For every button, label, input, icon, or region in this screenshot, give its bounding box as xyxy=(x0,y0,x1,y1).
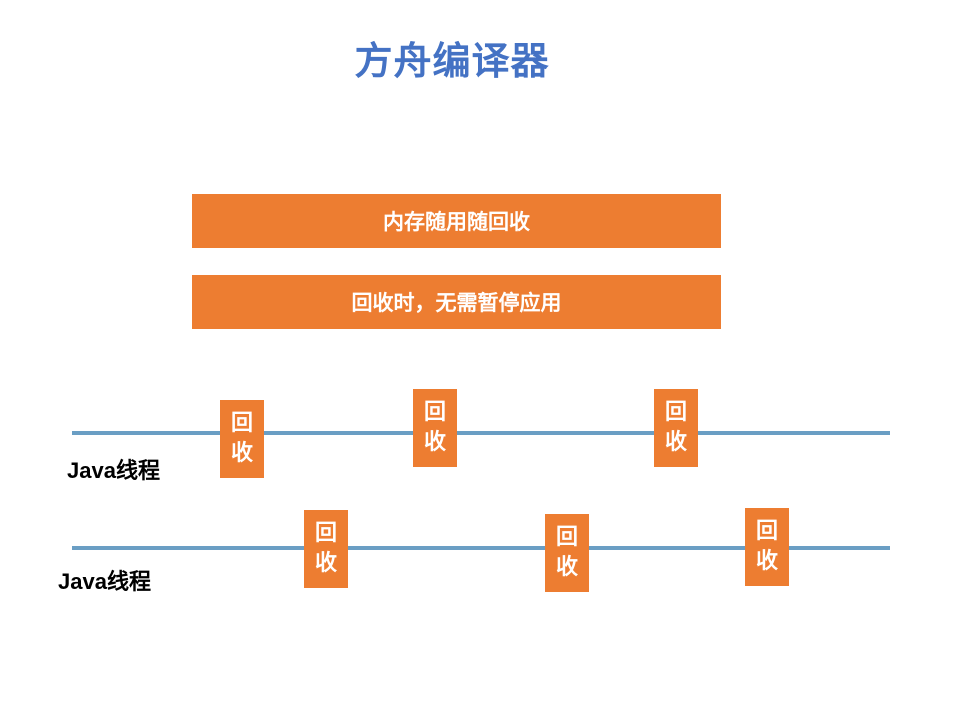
gc-box-char-1: 回 xyxy=(423,400,446,425)
java-thread-line-1 xyxy=(72,431,890,435)
java-thread-label-2: Java线程 xyxy=(58,569,151,594)
gc-box-char-2: 收 xyxy=(314,551,337,576)
feature-bar-memory-recycle: 内存随用随回收 xyxy=(192,194,721,248)
gc-box-char-2: 收 xyxy=(664,430,687,455)
java-thread-line-2 xyxy=(72,546,890,550)
gc-box: 回 收 xyxy=(654,389,698,467)
gc-box-char-1: 回 xyxy=(664,400,687,425)
gc-box-char-1: 回 xyxy=(755,519,778,544)
gc-box: 回 收 xyxy=(220,400,264,478)
gc-box-char-2: 收 xyxy=(230,441,253,466)
java-thread-label-1: Java线程 xyxy=(67,458,160,483)
page-title: 方舟编译器 xyxy=(354,39,550,83)
gc-box-char-1: 回 xyxy=(314,521,337,546)
gc-box: 回 收 xyxy=(304,510,348,588)
gc-box: 回 收 xyxy=(413,389,457,467)
gc-box-char-1: 回 xyxy=(230,411,253,436)
feature-bar-no-pause: 回收时，无需暂停应用 xyxy=(192,275,721,329)
gc-box: 回 收 xyxy=(545,514,589,592)
gc-box-char-1: 回 xyxy=(555,525,578,550)
gc-box-char-2: 收 xyxy=(555,555,578,580)
gc-box-char-2: 收 xyxy=(755,549,778,574)
gc-box: 回 收 xyxy=(745,508,789,586)
gc-box-char-2: 收 xyxy=(423,430,446,455)
